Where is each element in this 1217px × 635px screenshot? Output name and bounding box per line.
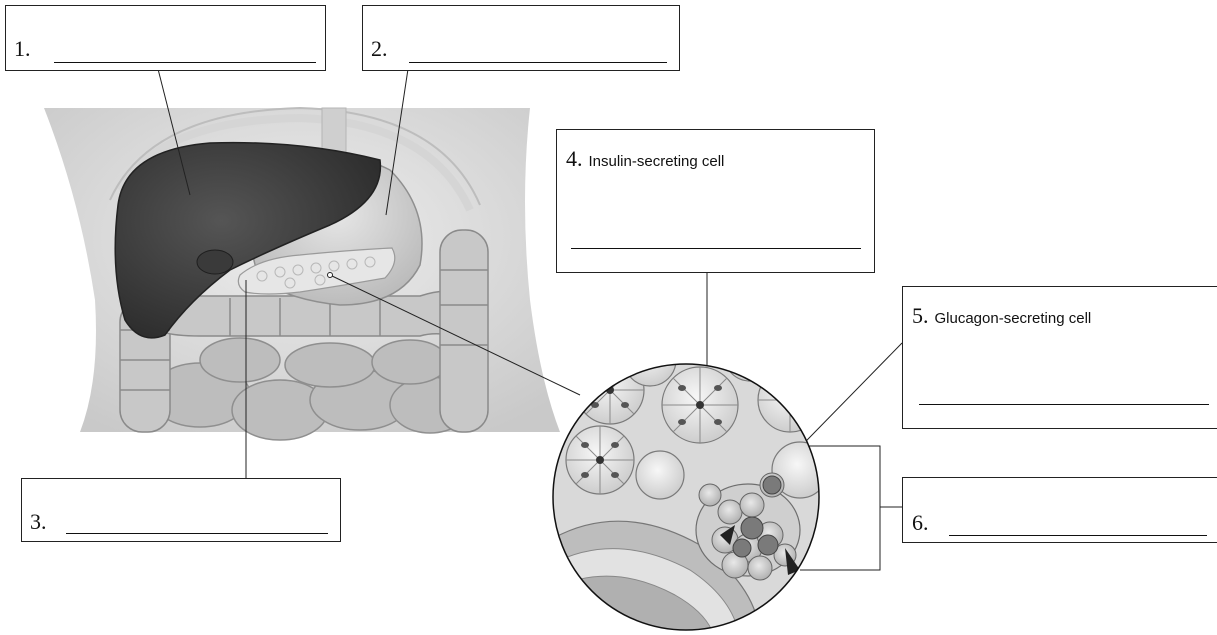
magnified-pancreas-tissue [550, 329, 828, 635]
label-number-6: 6. [912, 510, 929, 536]
answer-blank-6[interactable] [949, 535, 1207, 536]
label-number-1: 1. [14, 36, 31, 62]
label-number-3: 3. [30, 509, 47, 535]
label-box-3: 3. [21, 478, 341, 542]
answer-blank-4[interactable] [571, 248, 861, 249]
glucagon-secreting-cell-text: Glucagon-secreting cell [935, 310, 1092, 327]
insulin-secreting-cell-text: Insulin-secreting cell [589, 153, 725, 170]
label-number-2: 2. [371, 36, 388, 62]
label-box-5: 5.Glucagon-secreting cell [902, 286, 1217, 429]
label-box-1: 1. [5, 5, 326, 71]
gallbladder [197, 250, 233, 274]
label-box-4: 4.Insulin-secreting cell [556, 129, 875, 273]
answer-blank-1[interactable] [54, 62, 316, 63]
label-number-5: 5.Glucagon-secreting cell [912, 303, 1091, 329]
answer-blank-2[interactable] [409, 62, 667, 63]
answer-blank-5[interactable] [919, 404, 1209, 405]
label-box-2: 2. [362, 5, 680, 71]
answer-blank-3[interactable] [66, 533, 328, 534]
label-box-6: 6. [902, 477, 1217, 543]
label-number-4: 4.Insulin-secreting cell [566, 146, 724, 172]
